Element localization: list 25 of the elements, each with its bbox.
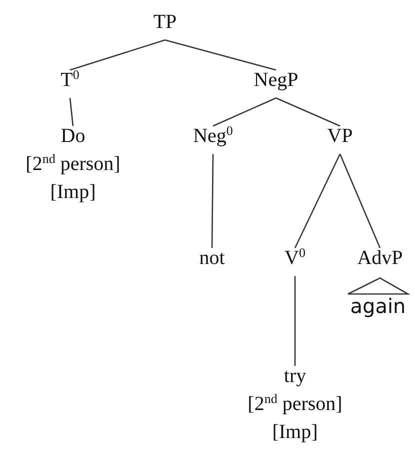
tree-triangle (347, 277, 410, 295)
node-label: V$^{0}$ (284, 244, 306, 271)
feature-label: [2$^{nd}$ person] (248, 390, 342, 417)
feature-label: [Imp] (272, 420, 318, 445)
node-label: TP (153, 10, 177, 35)
node-label: try (284, 364, 306, 389)
node-label: NegP (254, 68, 298, 93)
feature-label: [2$^{nd}$ person] (26, 150, 120, 177)
node-label: AdvP (357, 246, 403, 271)
node-label: T$^{0}$ (60, 66, 80, 93)
tree-branch (339, 154, 381, 248)
tree-branch (69, 98, 74, 126)
tree-branch (211, 154, 214, 248)
tree-branch (164, 39, 276, 71)
node-label: VP (327, 124, 353, 149)
tree-branch (212, 97, 276, 127)
node-label: Do (60, 124, 86, 149)
tree-branch (294, 154, 341, 248)
tree-branch (276, 97, 340, 127)
tree-branch (70, 39, 166, 71)
node-label: again (350, 293, 406, 320)
node-label: Neg$^{0}$ (193, 122, 233, 149)
tree-branch (294, 276, 296, 366)
node-label: not (199, 246, 225, 271)
feature-label: [Imp] (50, 180, 96, 205)
